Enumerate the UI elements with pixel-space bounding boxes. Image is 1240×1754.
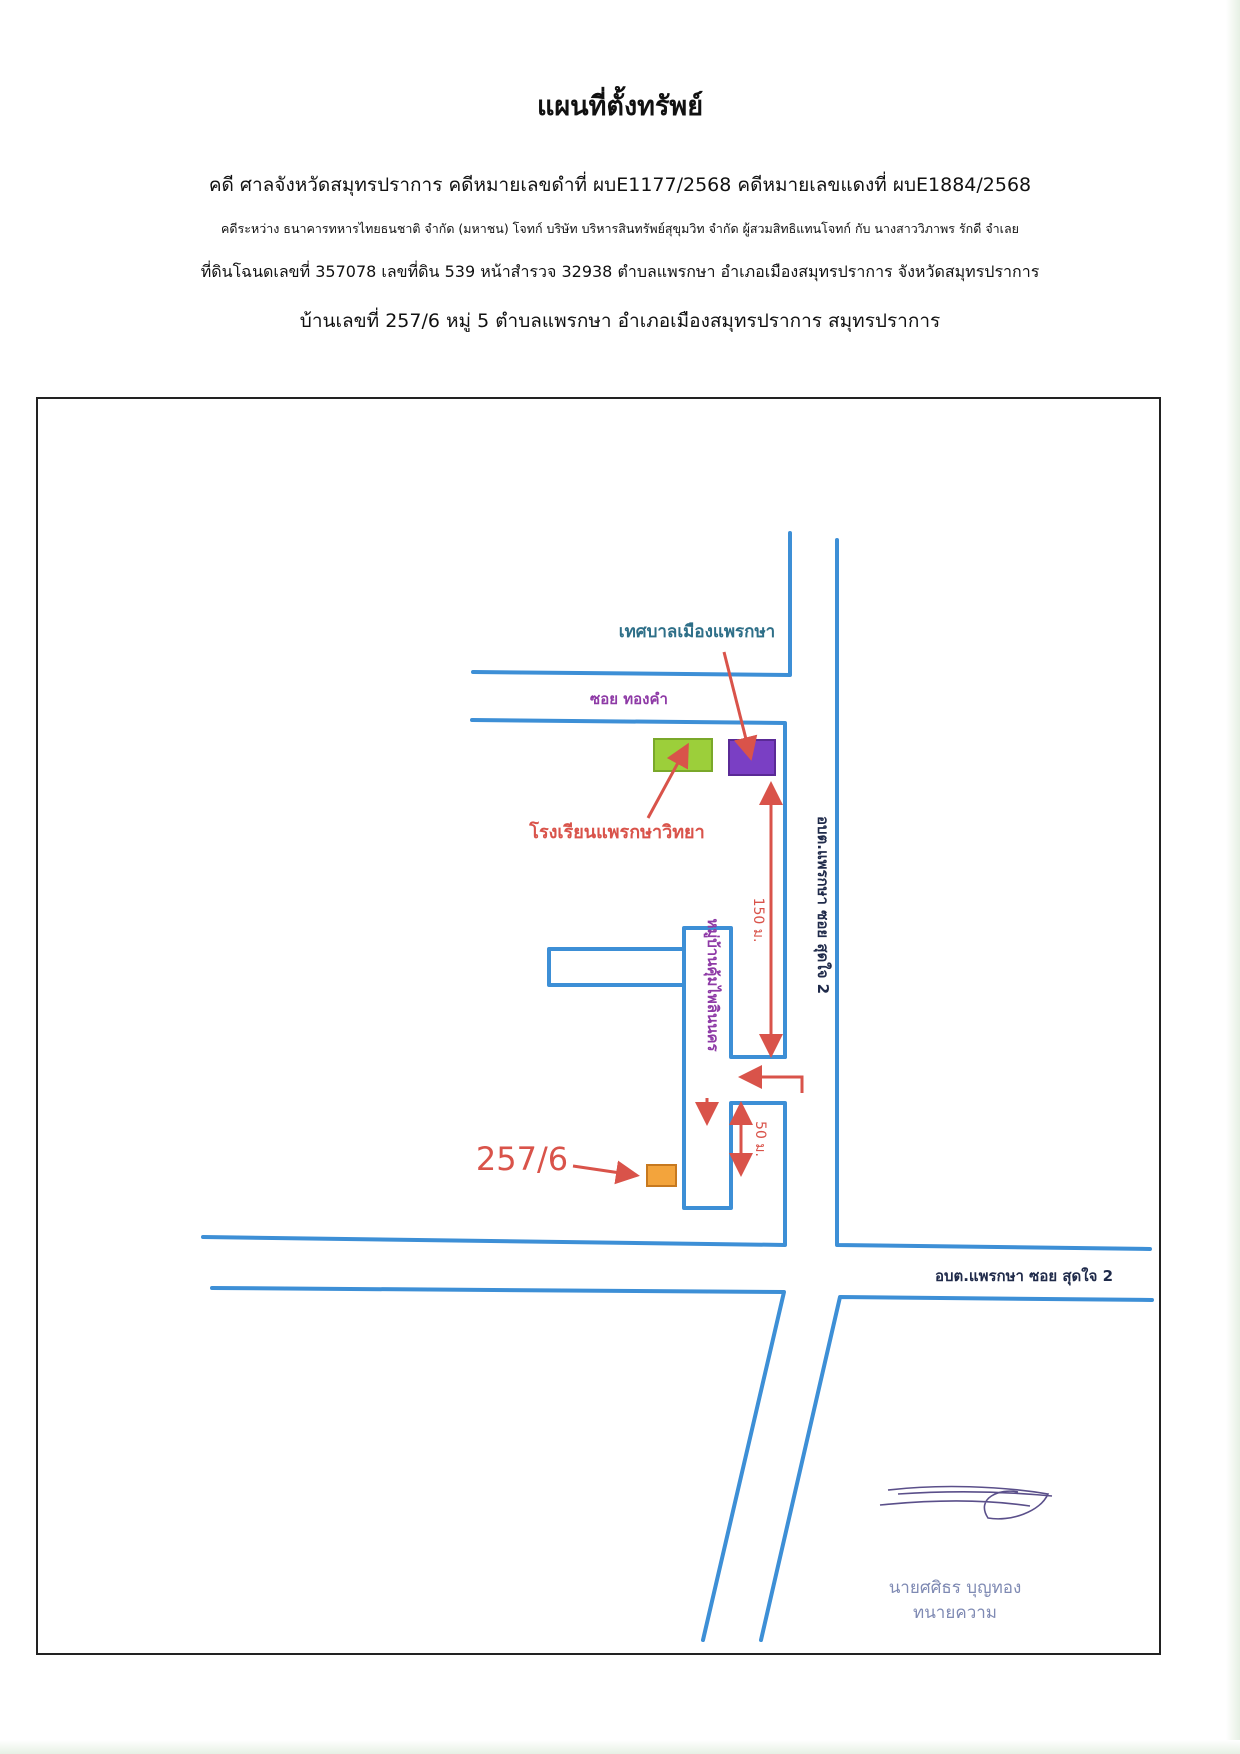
soi-thongkham-label: ซอย ทองคำ bbox=[590, 690, 668, 708]
main-road-horizontal-label: อบต.แพรกษา ซอย สุดใจ 2 bbox=[935, 1267, 1113, 1286]
municipality-label: เทศบาลเมืองแพรกษา bbox=[619, 621, 775, 642]
village-label: หมู่บ้านคุ้มไพลินนคร bbox=[703, 918, 723, 1052]
main-road-vertical-label: อบต.แพรกษา ซอย สุดใจ 2 bbox=[813, 816, 832, 994]
property-marker bbox=[646, 1164, 677, 1187]
municipality-marker bbox=[728, 739, 776, 776]
distance-50-label: 50 ม. bbox=[752, 1121, 768, 1157]
scan-edge-bottom bbox=[0, 1740, 1240, 1754]
distance-150-label: 150 ม. bbox=[750, 898, 766, 943]
address-line: บ้านเลขที่ 257/6 หมู่ 5 ตำบลแพรกษา อำเภอ… bbox=[299, 310, 941, 332]
map-frame bbox=[36, 397, 1161, 1655]
road-upper-vertical-left bbox=[471, 531, 792, 677]
road-horizontal-lower bbox=[210, 1286, 786, 1642]
road-soi-thongkham-south-edge bbox=[470, 718, 787, 1059]
signature-name: นายศศิธร บุญทอง bbox=[889, 1578, 1022, 1598]
handwritten-signature bbox=[879, 1485, 1053, 1520]
signature-role: ทนายความ bbox=[913, 1603, 997, 1623]
turn-arrow bbox=[738, 1065, 804, 1093]
land-deed-line: ที่ดินโฉนดเลขที่ 357078 เลขที่ดิน 539 หน… bbox=[200, 262, 1040, 281]
road-horizontal-lower-right bbox=[759, 1295, 1154, 1642]
village-road-outline bbox=[201, 926, 787, 1247]
municipality-arrow bbox=[722, 651, 758, 761]
property-arrow bbox=[572, 1160, 640, 1185]
scan-edge-right bbox=[1226, 0, 1240, 1754]
school-arrow bbox=[646, 742, 689, 819]
village-branch-road bbox=[547, 947, 686, 987]
case-line: คดี ศาลจังหวัดสมุทรปราการ คดีหมายเลขดำที… bbox=[208, 174, 1032, 196]
parties-line: คดีระหว่าง ธนาคารทหารไทยธนชาติ จำกัด (มห… bbox=[221, 221, 1019, 236]
property-label: 257/6 bbox=[476, 1140, 568, 1178]
school-label: โรงเรียนแพรกษาวิทยา bbox=[528, 821, 704, 843]
page-title: แผนที่ตั้งทรัพย์ bbox=[536, 91, 704, 122]
road-main-vertical-right bbox=[835, 538, 1152, 1251]
